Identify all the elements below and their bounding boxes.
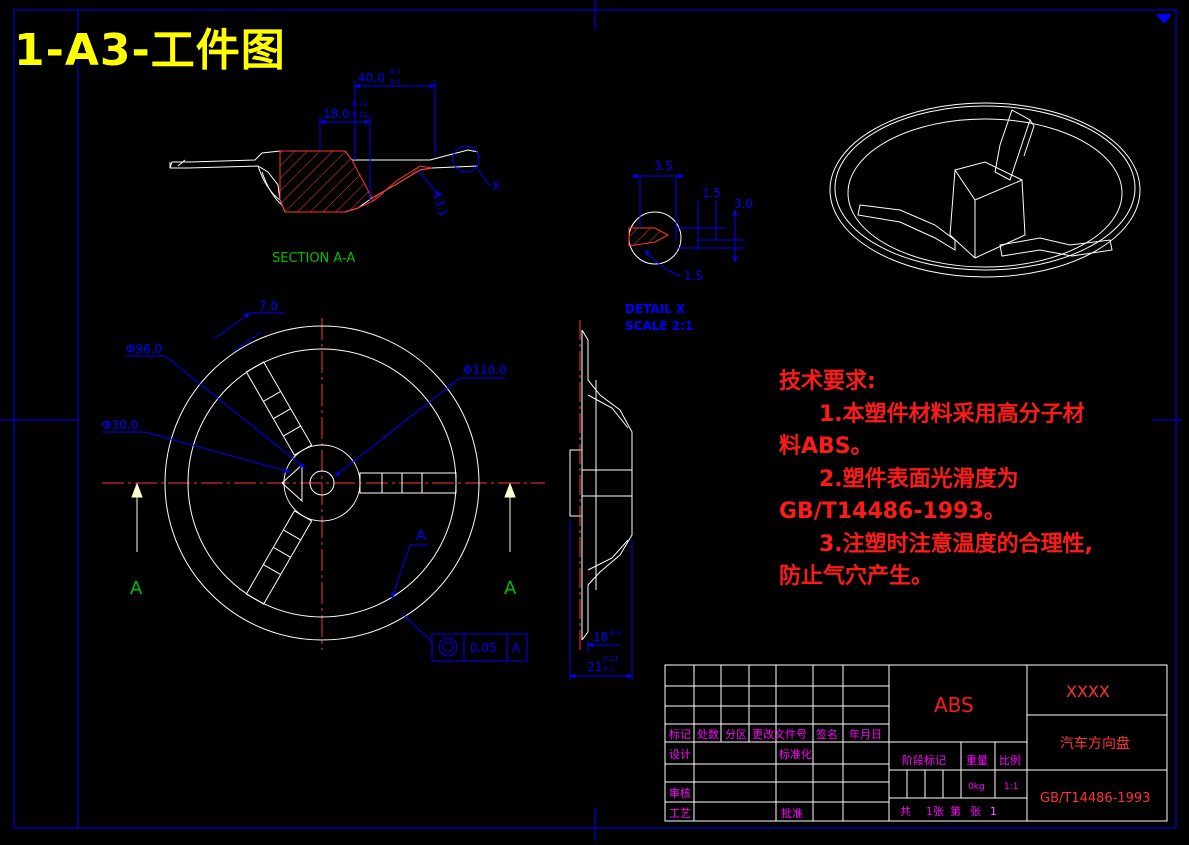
tb-design: 设计 [669, 748, 691, 761]
detail-dim-30: 3.0 [734, 197, 753, 211]
tb-weight: 重量 [966, 753, 988, 767]
dim-overall-value: 40.0 [358, 71, 385, 85]
side-view: 18 0.1 21 0.11 0.1 [569, 320, 633, 680]
dim-d110: Φ110.0 [463, 363, 507, 377]
tb-code: XXXX [1066, 682, 1110, 701]
tb-scale-value: 1:1 [1004, 782, 1018, 792]
tolerance-value: 0.05 [470, 641, 497, 655]
dim-total-tol-up: 0.11 [603, 655, 619, 663]
tb-sheets-unit: 1张 [926, 805, 944, 818]
dim-inner-tol-up: 0.12 [352, 100, 368, 108]
tb-hdr-sign: 签名 [816, 727, 838, 741]
tb-sheet-no-label: 第 [950, 804, 961, 818]
dim-d30: Φ30.0 [102, 418, 138, 432]
requirements-heading: 技术要求: [779, 369, 876, 394]
tb-hdr-count: 处数 [697, 728, 719, 741]
tb-sheets-total: 共 [900, 805, 911, 818]
tb-review: 审核 [669, 786, 691, 800]
dim-inner [319, 116, 371, 200]
detail-dim-15b: 1.5 [684, 269, 703, 283]
section-hatch [279, 150, 433, 213]
tb-standardize: 标准化 [779, 747, 812, 761]
tb-part-name: 汽车方向盘 [1060, 735, 1130, 752]
tb-stage-mark: 阶段标记 [902, 753, 946, 767]
wheel-outline [164, 325, 480, 641]
tb-approve: 批准 [781, 806, 803, 820]
detail-view: 3.5 1.5 3.0 1.5 DETAIL X SCALE 2:1 [625, 159, 753, 333]
tolerance-frame [431, 633, 528, 662]
detail-x-circle [452, 145, 480, 173]
section-view: X 40.0 0.1 0.1 18.0 0.12 0.10 13.1 SECTI… [169, 68, 500, 266]
detail-dim-15a: 1.5 [702, 186, 721, 200]
tb-weight-value: 0kg [968, 782, 985, 792]
dim-overall-tol-up: 0.1 [390, 68, 401, 76]
tb-scale: 比例 [999, 753, 1021, 767]
requirement-1-line2: 料ABS。 [779, 434, 873, 459]
dim-thickness-tol: 0.1 [610, 629, 621, 637]
dim-inner-value: 18.0 [323, 107, 350, 121]
sheet-title: 1-A3-工件图 [14, 25, 286, 76]
tb-process: 工艺 [669, 807, 691, 820]
dim-total-tol-lo: 0.1 [603, 665, 614, 673]
tb-sheet-no-unit: 张 [970, 805, 981, 818]
technical-requirements: 技术要求: 1.本塑件材料采用高分子材 料ABS。 2.塑件表面光滑度为 GB/… [779, 366, 1159, 594]
requirement-2-line2: GB/T14486-1993。 [779, 499, 1006, 524]
centerlines [102, 318, 545, 650]
cut-label-left: A [130, 578, 143, 599]
tb-standard: GB/T14486-1993 [1040, 791, 1150, 806]
tb-sheet-no-value: 1 [990, 805, 997, 818]
detail-label: DETAIL X [625, 302, 686, 316]
detail-marker: X [492, 179, 500, 193]
dim-overall [354, 80, 436, 160]
dim-inner-tol-lo: 0.10 [352, 111, 368, 119]
cut-arrows [131, 482, 516, 552]
dim-overall-tol-lo: 0.1 [390, 78, 401, 86]
requirement-1-line1: 1.本塑件材料采用高分子材 [819, 401, 1085, 427]
tb-hdr-mark: 标记 [669, 727, 691, 741]
tolerance-datum: A [512, 641, 521, 655]
tb-hdr-date: 年月日 [849, 727, 882, 741]
tb-hdr-zone: 分区 [725, 728, 747, 741]
requirement-3-line2: 防止气穴产生。 [779, 564, 934, 589]
dim-thickness: 18 [593, 630, 608, 644]
requirement-3-line1: 3.注塑时注意温度的合理性, [819, 531, 1094, 557]
tb-material: ABS [934, 693, 974, 717]
requirement-2-line1: 2.塑件表面光滑度为 [819, 466, 1019, 492]
dim-angle: 13.1 [430, 191, 450, 218]
dim-total: 21 [587, 660, 602, 674]
dim-d96: Φ96.0 [126, 342, 162, 356]
datum-label: A [416, 528, 426, 544]
detail-scale: SCALE 2:1 [625, 319, 693, 333]
section-label: SECTION A-A [272, 251, 355, 266]
isometric-view [829, 102, 1141, 278]
title-block-text: 标记 处数 分区 更改文件号 签名 年月日 设计 标准化 审核 工艺 批准 阶段… [669, 682, 1150, 820]
cut-label-right: A [504, 578, 517, 599]
detail-dim-35: 3.5 [654, 159, 673, 173]
tb-hdr-doc: 更改文件号 [752, 727, 807, 741]
front-view: 7.0 Φ96.0 Φ30.0 Φ110.0 A A A 0.05 A [102, 299, 545, 662]
title-block [664, 664, 1168, 822]
dim-rib: 7.0 [259, 299, 278, 313]
